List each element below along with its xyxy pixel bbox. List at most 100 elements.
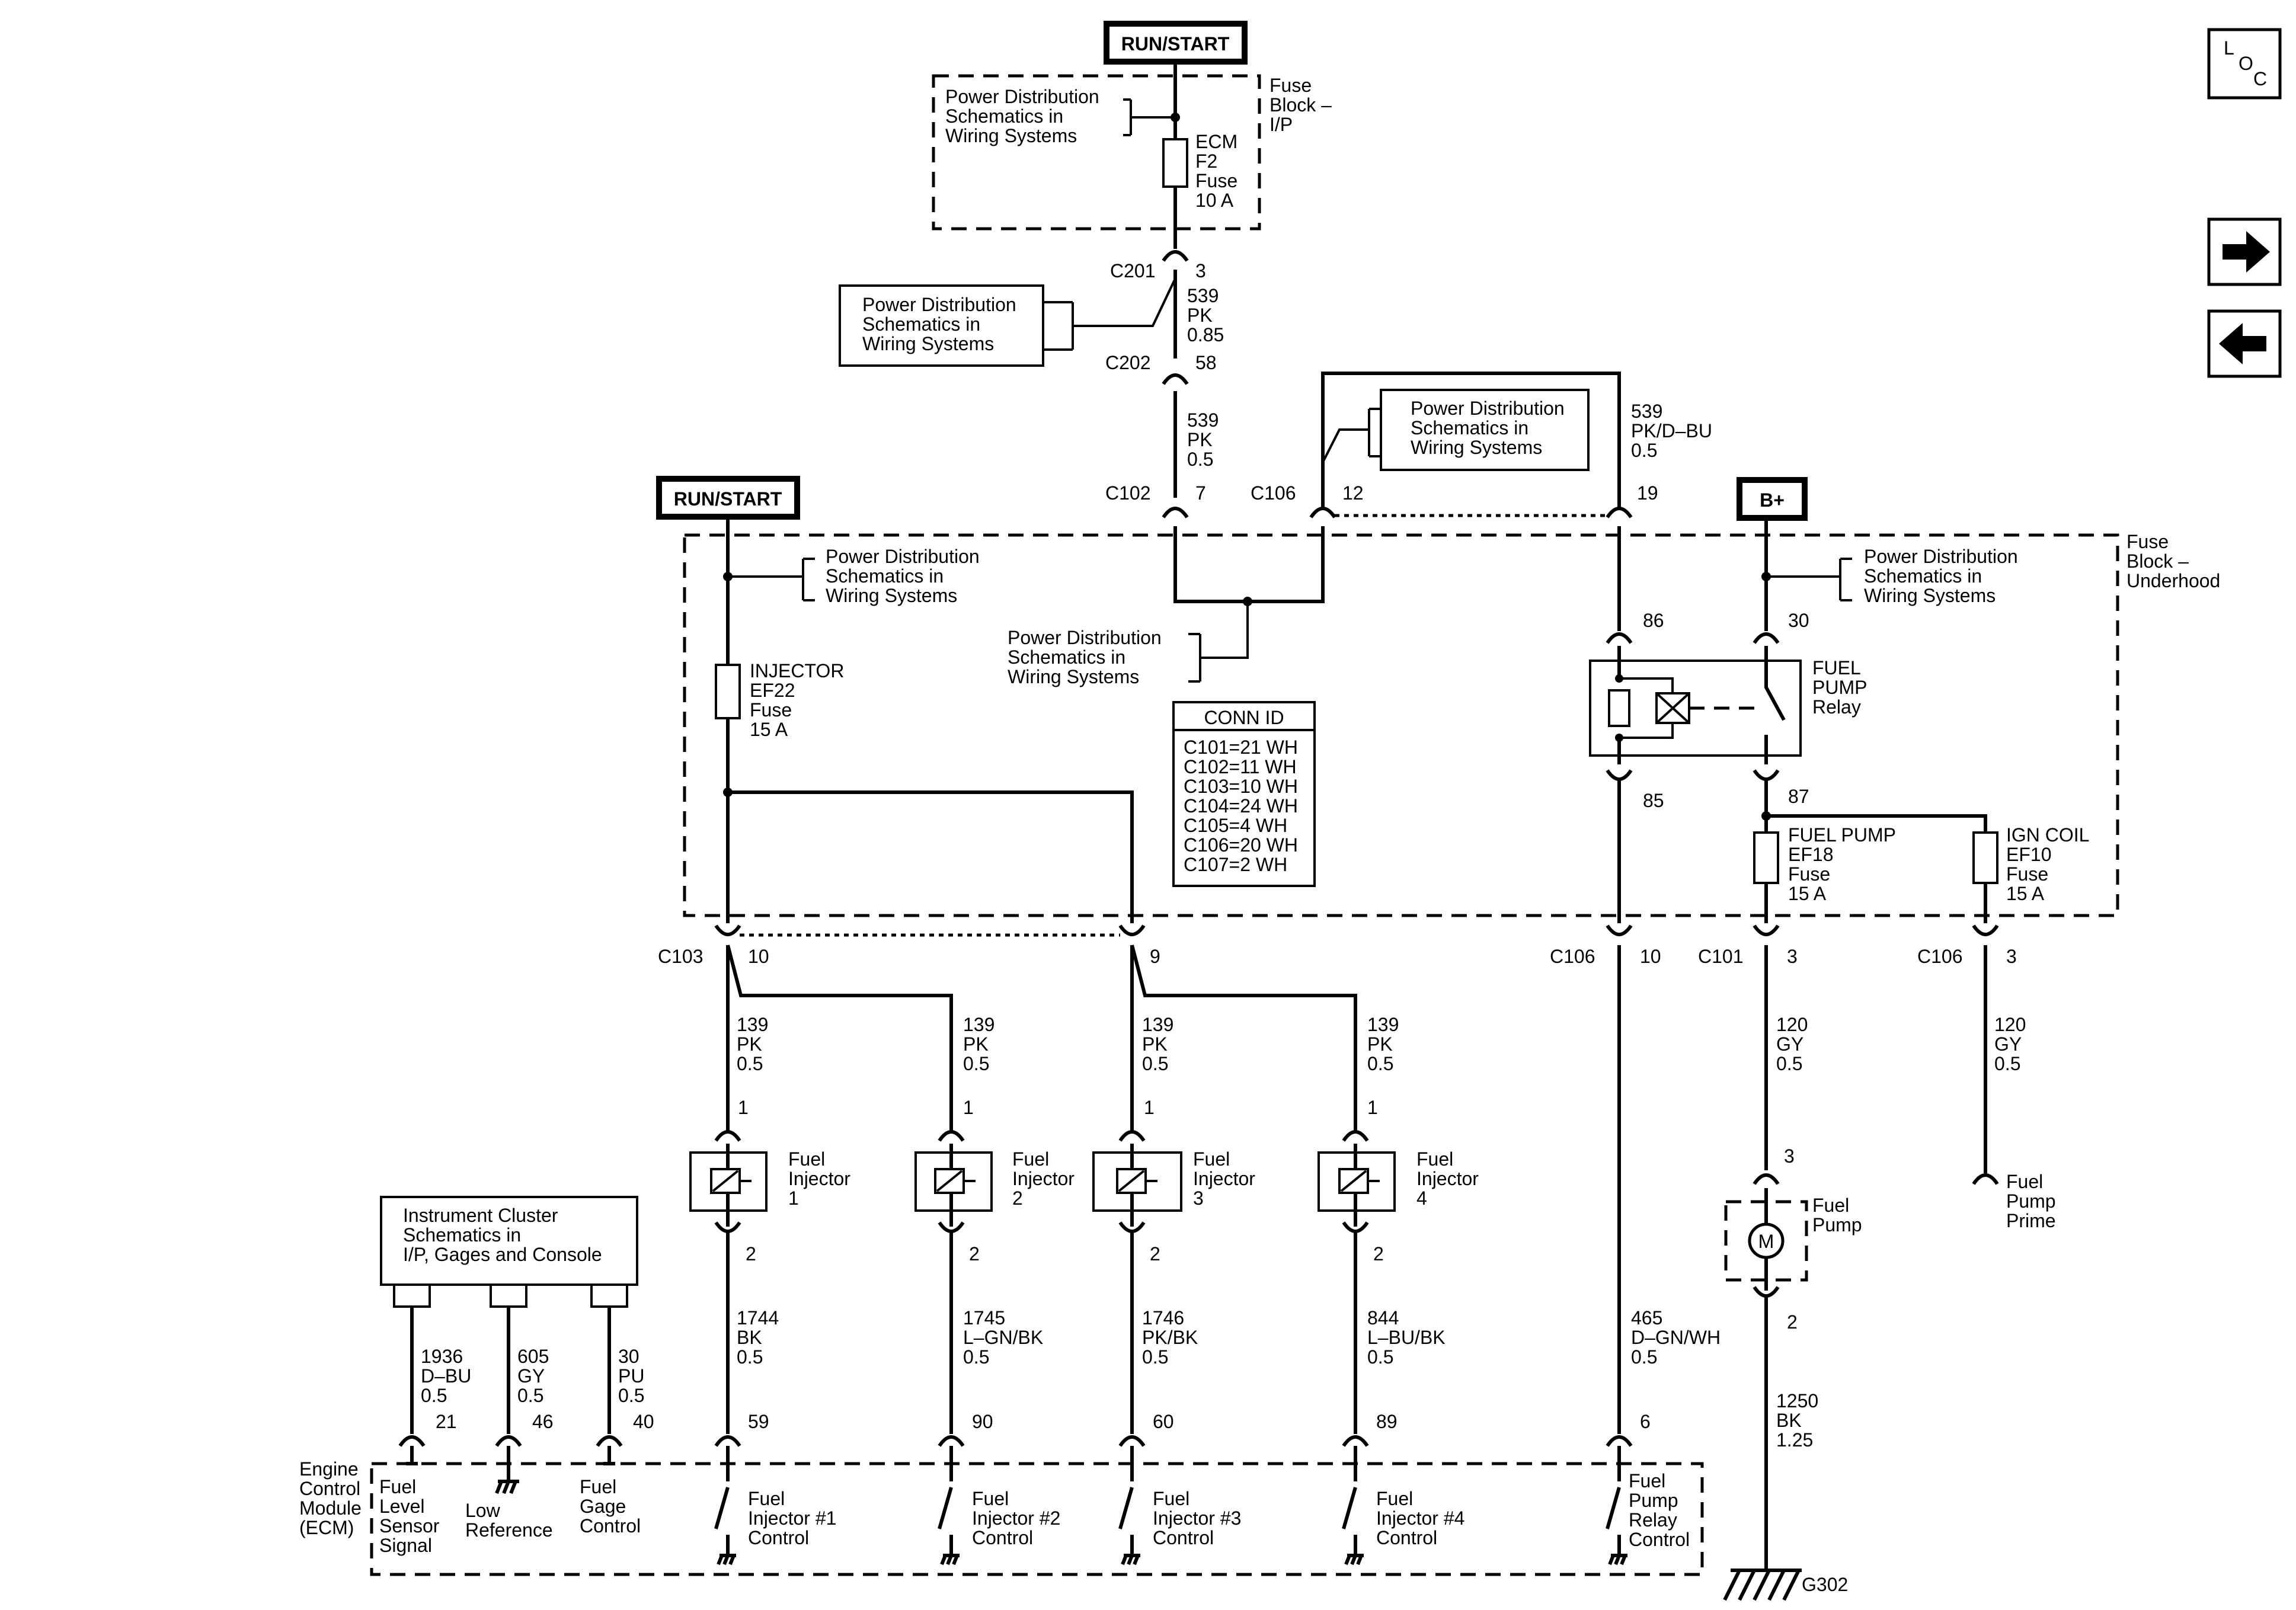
- arrow-right-icon[interactable]: [2207, 217, 2282, 286]
- svg-text:1: 1: [963, 1097, 974, 1118]
- svg-text:2: 2: [1150, 1243, 1160, 1265]
- c106a-pin: 12: [1342, 482, 1364, 504]
- svg-text:539: 539: [1187, 285, 1219, 306]
- c103-pin-9: 9: [1150, 946, 1160, 967]
- injector-fuse-label: INJECTOR EF22 Fuse 15 A: [750, 660, 844, 740]
- relay-pin-30: 30: [1788, 610, 1809, 631]
- ref-power-dist-6: Power Distribution Schematics in Wiring …: [1864, 546, 2018, 606]
- svg-text:120: 120: [1994, 1014, 2026, 1035]
- svg-text:EF18: EF18: [1788, 844, 1833, 865]
- fuel-injector-1: 1 2 Fuel Injector 1: [689, 1097, 850, 1434]
- c101-pin: 3: [1787, 946, 1798, 967]
- ecm-pin-connectors: 21 46 40 59 90 60 89 6: [398, 1411, 1651, 1447]
- svg-text:PU: PU: [618, 1365, 644, 1387]
- b-plus-label: B+: [1760, 489, 1785, 511]
- fuel-pump-prime-label: Fuel Pump Prime: [2006, 1171, 2056, 1231]
- svg-text:Low: Low: [465, 1500, 501, 1521]
- c106a-pin-19: 19: [1637, 482, 1658, 504]
- svg-text:EF10: EF10: [2006, 844, 2051, 865]
- svg-text:PK/BK: PK/BK: [1142, 1327, 1198, 1348]
- svg-text:Fuse: Fuse: [1269, 75, 1312, 96]
- svg-text:L–GN/BK: L–GN/BK: [963, 1327, 1043, 1348]
- wire-139-label-3: 139 PK 0.5: [1142, 1014, 1173, 1074]
- arrow-left-icon[interactable]: [2207, 309, 2282, 378]
- ecm-driver-switches: [714, 1446, 1627, 1566]
- loc-icon[interactable]: L O C: [2207, 28, 2282, 100]
- svg-text:G302: G302: [1802, 1574, 1848, 1595]
- fuel-pump: 3 M 2 Fuel Pump: [1724, 1145, 1862, 1333]
- svg-text:Fuse: Fuse: [750, 699, 792, 721]
- ref-power-dist-4: Power Distribution Schematics in Wiring …: [1008, 627, 1162, 687]
- svg-text:90: 90: [972, 1411, 993, 1432]
- ref-power-dist-2: Power Distribution Schematics in Wiring …: [862, 294, 1016, 354]
- svg-text:1745: 1745: [963, 1307, 1005, 1329]
- svg-text:Fuel: Fuel: [1812, 1195, 1849, 1216]
- wire-465-label: 465 D–GN/WH 0.5: [1631, 1307, 1721, 1368]
- svg-text:Relay: Relay: [1629, 1509, 1677, 1531]
- ecm-signal-fuel-pump-relay: Fuel Pump Relay Control: [1629, 1470, 1690, 1550]
- c202-label: C202: [1105, 352, 1151, 373]
- svg-text:0.5: 0.5: [1631, 1346, 1657, 1368]
- svg-text:60: 60: [1153, 1411, 1174, 1432]
- ecm-label: Engine Control Module (ECM): [299, 1458, 362, 1538]
- svg-text:(ECM): (ECM): [299, 1517, 354, 1538]
- svg-text:IGN COIL: IGN COIL: [2006, 824, 2089, 846]
- svg-text:Wiring Systems: Wiring Systems: [1864, 585, 1996, 606]
- svg-text:Fuel: Fuel: [580, 1476, 616, 1497]
- ign-coil-fuse-label: IGN COIL EF10 Fuse 15 A: [2006, 824, 2089, 904]
- svg-text:89: 89: [1376, 1411, 1398, 1432]
- ref-power-dist-3: Power Distribution Schematics in Wiring …: [1411, 398, 1565, 458]
- svg-text:0.85: 0.85: [1187, 324, 1224, 345]
- c106a-label: C106: [1251, 482, 1296, 504]
- svg-text:Control: Control: [299, 1478, 360, 1499]
- fuse-block-underhood-label: Fuse Block – Underhood: [2126, 531, 2220, 591]
- svg-text:Control: Control: [972, 1527, 1033, 1548]
- wire-1250-label: 1250 BK 1.25: [1776, 1390, 1818, 1451]
- svg-text:6: 6: [1640, 1411, 1651, 1432]
- svg-text:0.5: 0.5: [1367, 1346, 1393, 1368]
- svg-text:Wiring Systems: Wiring Systems: [1008, 666, 1139, 687]
- svg-text:Control: Control: [1629, 1529, 1690, 1550]
- run-start-top-label: RUN/START: [1121, 33, 1230, 55]
- svg-text:Reference: Reference: [465, 1519, 553, 1541]
- svg-text:Fuse: Fuse: [2126, 531, 2169, 552]
- svg-text:BK: BK: [1776, 1410, 1802, 1431]
- svg-text:0.5: 0.5: [1994, 1053, 2020, 1074]
- svg-text:PK/D–BU: PK/D–BU: [1631, 420, 1712, 441]
- svg-text:Injector #4: Injector #4: [1376, 1507, 1464, 1529]
- svg-text:PK: PK: [1187, 429, 1213, 450]
- svg-text:120: 120: [1776, 1014, 1808, 1035]
- svg-text:PK: PK: [737, 1033, 762, 1055]
- c102-label: C102: [1105, 482, 1151, 504]
- svg-text:15 A: 15 A: [1788, 883, 1827, 904]
- svg-text:Schematics in: Schematics in: [1411, 417, 1528, 438]
- c106b-pin: 10: [1640, 946, 1661, 967]
- ecm-fuse-label: ECM F2 Fuse 10 A: [1195, 131, 1237, 211]
- ref-power-dist-1: Power Distribution Schematics in Wiring …: [945, 86, 1099, 146]
- svg-text:844: 844: [1367, 1307, 1399, 1329]
- svg-text:Fuse: Fuse: [1788, 863, 1830, 885]
- ign-coil-fuse-symbol: [1972, 831, 1998, 884]
- svg-text:Gage: Gage: [580, 1496, 626, 1517]
- svg-text:C102=11 WH: C102=11 WH: [1184, 756, 1297, 777]
- svg-text:539: 539: [1187, 409, 1219, 431]
- svg-text:139: 139: [1367, 1014, 1399, 1035]
- ref-power-dist-box-2: [839, 284, 1044, 367]
- wire-1746-label: 1746 PK/BK 0.5: [1142, 1307, 1198, 1368]
- ground-g302: G302: [1723, 1569, 1848, 1601]
- svg-text:PK: PK: [1367, 1033, 1393, 1055]
- wire-1745-label: 1745 L–GN/BK 0.5: [963, 1307, 1043, 1368]
- svg-text:1936: 1936: [421, 1346, 463, 1367]
- motor-symbol: M: [1758, 1231, 1774, 1252]
- svg-text:C106=20 WH: C106=20 WH: [1184, 834, 1298, 856]
- svg-text:1: 1: [1144, 1097, 1155, 1118]
- svg-text:ECM: ECM: [1195, 131, 1237, 152]
- svg-text:Block –: Block –: [2126, 550, 2189, 572]
- svg-text:30: 30: [618, 1346, 639, 1367]
- svg-text:539: 539: [1631, 401, 1662, 422]
- c201-pin: 3: [1195, 260, 1206, 281]
- svg-text:Power Distribution: Power Distribution: [1008, 627, 1162, 648]
- c106c-pin: 3: [2006, 946, 2017, 967]
- svg-text:46: 46: [532, 1411, 554, 1432]
- svg-text:0.5: 0.5: [1142, 1346, 1168, 1368]
